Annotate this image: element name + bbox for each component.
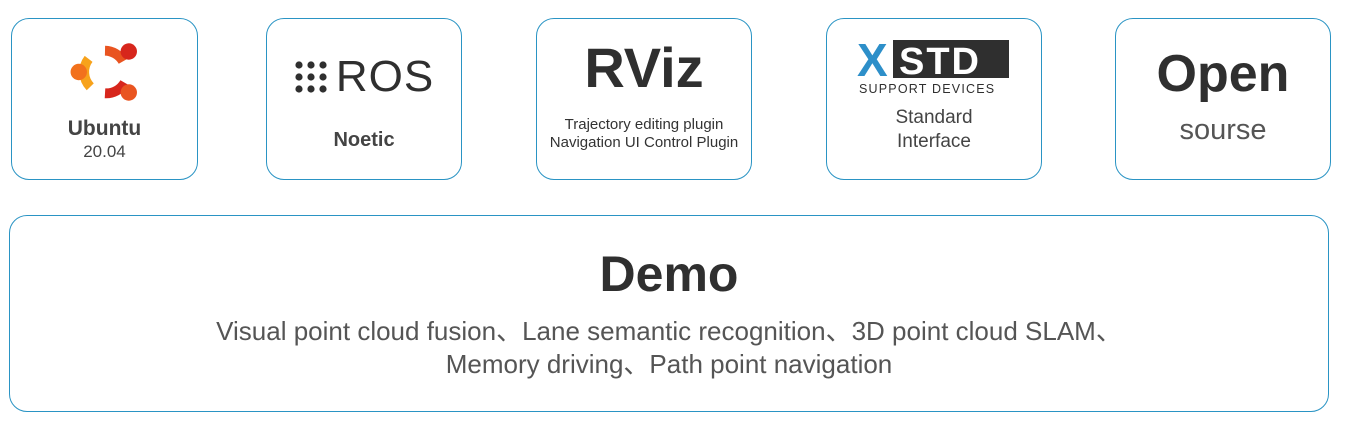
xstd-logo-icon: X STD SUPPORT DEVICES	[857, 36, 1009, 96]
ros-distro: Noetic	[333, 128, 395, 151]
rviz-description: Trajectory editing plugin Navigation UI …	[550, 116, 738, 152]
ubuntu-logo-icon	[70, 42, 137, 101]
ubuntu-version: 20.04	[83, 141, 126, 161]
open-source-card: Open sourse	[1115, 18, 1331, 180]
demo-description: Visual point cloud fusion、Lane semantic …	[216, 315, 1122, 381]
ubuntu-card: Ubuntu 20.04	[11, 18, 198, 180]
demo-panel: Demo Visual point cloud fusion、Lane sema…	[9, 215, 1329, 412]
rviz-line-2: Navigation UI Control Plugin	[549, 134, 739, 151]
xstd-card: X STD SUPPORT DEVICES Standard Interface	[826, 18, 1042, 180]
ros-card: ROS Noetic	[266, 18, 462, 180]
ros-logo: ROS	[294, 51, 435, 101]
xstd-line-1: Standard	[895, 107, 973, 128]
xstd-logo-subtext: SUPPORT DEVICES	[859, 82, 995, 96]
demo-line-1: Visual point cloud fusion、Lane semantic …	[216, 316, 1122, 346]
demo-line-2: Memory driving、Path point navigation	[445, 349, 893, 379]
rviz-card: RViz Trajectory editing plugin Navigatio…	[536, 18, 752, 180]
xstd-line-2: Interface	[897, 131, 971, 152]
rviz-title: RViz	[584, 36, 704, 99]
xstd-logo-std: STD	[899, 41, 981, 83]
xstd-logo-x: X	[857, 36, 888, 86]
demo-title: Demo	[599, 246, 739, 302]
open-title: Open	[1156, 44, 1290, 103]
xstd-description: Standard Interface	[895, 106, 972, 154]
open-subtitle: sourse	[1179, 113, 1267, 146]
ubuntu-name: Ubuntu	[67, 116, 142, 140]
rviz-line-1: Trajectory editing plugin	[564, 116, 724, 133]
ros-logo-text: ROS	[335, 51, 435, 101]
ros-dots-icon	[295, 60, 327, 93]
